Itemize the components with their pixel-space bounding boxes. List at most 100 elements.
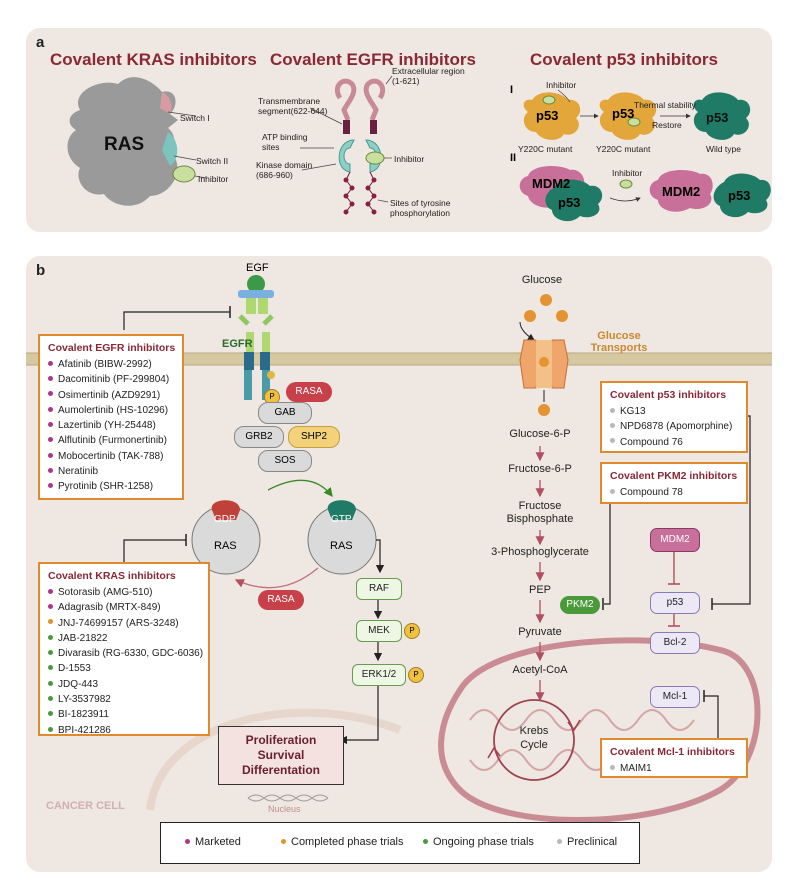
drug-name: Pyrotinib (SHR-1258) — [58, 481, 154, 493]
legend-item-preclinical: Preclinical — [557, 836, 617, 848]
p53-shape-4 — [713, 173, 771, 218]
legend-dot — [557, 838, 562, 844]
thermal-stability-label: Thermal stability — [634, 100, 696, 110]
3-phosphoglycerate-label: 3-Phosphoglycerate — [491, 546, 589, 558]
gdp-label: GDP — [214, 514, 236, 525]
nucleus-label: Nucleus — [268, 804, 301, 814]
status-dot — [610, 407, 615, 413]
drug-list-item: JAB-21822 — [48, 631, 200, 646]
p53-mutant-1-text: p53 — [536, 108, 559, 123]
phospho-badge-erk: P — [408, 667, 424, 683]
restore-label: Restore — [652, 120, 682, 130]
drug-name: Sotorasib (AMG-510) — [58, 587, 153, 598]
mcl1-box-title: Covalent Mcl-1 inhibitors — [610, 746, 735, 758]
shp2-node: SHP2 — [288, 426, 340, 448]
legend-item-ongoing: Ongoing phase trials — [423, 836, 534, 848]
drug-list-item: Lazertinib (YH-25448) — [48, 418, 174, 433]
drug-list-item: BI-1823911 — [48, 707, 200, 722]
drug-name: LY-3537982 — [58, 694, 111, 706]
mdm2-text-2: MDM2 — [662, 184, 701, 199]
p53-wildtype-text: p53 — [706, 110, 729, 125]
drug-list-item: JDQ-443 — [48, 677, 200, 692]
p53-row-i-label: I — [510, 84, 514, 96]
drug-name: JAB-21822 — [58, 632, 108, 644]
glucose-6p-label: Glucose-6-P — [509, 428, 571, 440]
egfr-kinase-left — [338, 139, 355, 173]
legend-label: Completed phase trials — [291, 836, 404, 848]
drug-list-item: Afatinib (BIBW-2992) — [48, 357, 174, 372]
cancer-cell-label: CANCER CELL — [46, 800, 125, 812]
drug-name: NPD6878 (Apomorphine) — [620, 421, 733, 433]
gtp-label: GTP — [331, 514, 352, 525]
legend-dot — [281, 838, 286, 844]
status-dot — [610, 488, 615, 494]
status-dot — [610, 423, 615, 429]
drug-list-item: Divarasib (RG-6330, GDC-6036) — [48, 646, 204, 661]
legend-item-completed: Completed phase trials — [281, 836, 404, 848]
mcl1-drug-list: MAIM1 — [602, 761, 746, 776]
status-dot — [48, 650, 53, 656]
transmembrane-label: Transmembrane segment(622-644) — [258, 96, 328, 116]
drug-name: Osimertinib (AZD9291) — [58, 389, 161, 401]
drug-name: BI-1823911 — [58, 709, 109, 721]
krebs-cycle-label: Krebs Cycle — [519, 725, 549, 751]
status-dot — [48, 634, 53, 640]
legend-label: Ongoing phase trials — [433, 836, 534, 848]
kras-inhibitor-shape — [172, 165, 196, 183]
p53-inhibitor-label-2: Inhibitor — [612, 168, 643, 178]
p53-mutant-2-text: p53 — [612, 106, 635, 121]
drug-list-item: D-1553 — [48, 661, 200, 676]
egfr-label: EGFR — [222, 338, 253, 350]
kras-drug-list: Sotorasib (AMG-510) Adagrasib (MRTX-849) J… — [40, 585, 208, 738]
grb2-node: GRB2 — [234, 426, 284, 448]
pkm2-drug-list: Compound 78 — [602, 485, 746, 500]
drug-list-item: NPD6878 (Apomorphine) — [610, 419, 738, 434]
drug-name: Compound 76 — [620, 436, 683, 448]
p53-section-title: Covalent p53 inhibitors — [530, 50, 718, 69]
drug-name: Alflutinib (Furmonertinib) — [58, 435, 167, 447]
p53-box-title: Covalent p53 inhibitors — [610, 389, 727, 401]
p53-text-4: p53 — [728, 188, 751, 203]
nucleus-envelope — [146, 708, 402, 811]
drug-name: D-1553 — [58, 663, 91, 675]
ras-protein-shape — [67, 77, 178, 206]
kras-inhibitor-box: Covalent KRAS inhibitors Sotorasib (AMG-… — [38, 562, 210, 736]
ras-label: RAS — [104, 134, 145, 155]
status-dot — [48, 406, 53, 412]
status-dot — [48, 452, 53, 458]
rasa-bottom-node: RASA — [258, 590, 304, 610]
egfr-inhibitor-box: Covalent EGFR inhibitors Afatinib (BIBW-… — [38, 334, 184, 500]
raf-node: RAF — [356, 578, 402, 600]
status-dot — [48, 619, 53, 625]
mcl1-inhibitor-box: Covalent Mcl-1 inhibitors MAIM1 — [600, 738, 748, 778]
pkm2-node: PKM2 — [560, 596, 600, 614]
p53-node: p53 — [650, 592, 700, 614]
cell-membrane — [26, 353, 772, 365]
fructose-6p-label: Fructose-6-P — [508, 463, 572, 475]
legend-dot — [185, 838, 190, 844]
drug-name: JNJ-74699157 (ARS-3248) — [58, 617, 179, 629]
status-legend: Marketed Completed phase trials Ongoing … — [160, 822, 640, 864]
drug-list-item: Pyrotinib (SHR-1258) — [48, 479, 174, 494]
pkm2-inhibitor-box: Covalent PKM2 inhibitors Compound 78 — [600, 462, 748, 504]
drug-name: Divarasib (RG-6330, GDC-6036) — [58, 648, 204, 660]
switch1-region — [160, 92, 172, 114]
erk-node: ERK1/2 — [352, 664, 406, 686]
phospho-badge-mek: P — [404, 623, 420, 639]
glucose-transports-label: Glucose Transports — [590, 330, 648, 354]
drug-list-item: Dacomitinib (PF-299804) — [48, 372, 174, 387]
status-dot — [48, 604, 53, 610]
drug-name: Adagrasib (MRTX-849) — [58, 602, 161, 614]
status-dot — [48, 680, 53, 686]
status-dot — [48, 711, 53, 717]
status-dot — [48, 360, 53, 366]
drug-list-item: Aumolertinib (HS-10296) — [48, 403, 174, 418]
mdm2-node: MDM2 — [650, 528, 700, 552]
panel-a-art — [67, 75, 771, 222]
egf-ligand — [247, 275, 265, 293]
fructose-bisphosphate-label: Fructose Bisphosphate — [506, 500, 574, 525]
panel-a-label: a — [36, 34, 45, 51]
drug-name: BPI-421286 — [58, 724, 111, 736]
glucose-label: Glucose — [521, 274, 563, 286]
